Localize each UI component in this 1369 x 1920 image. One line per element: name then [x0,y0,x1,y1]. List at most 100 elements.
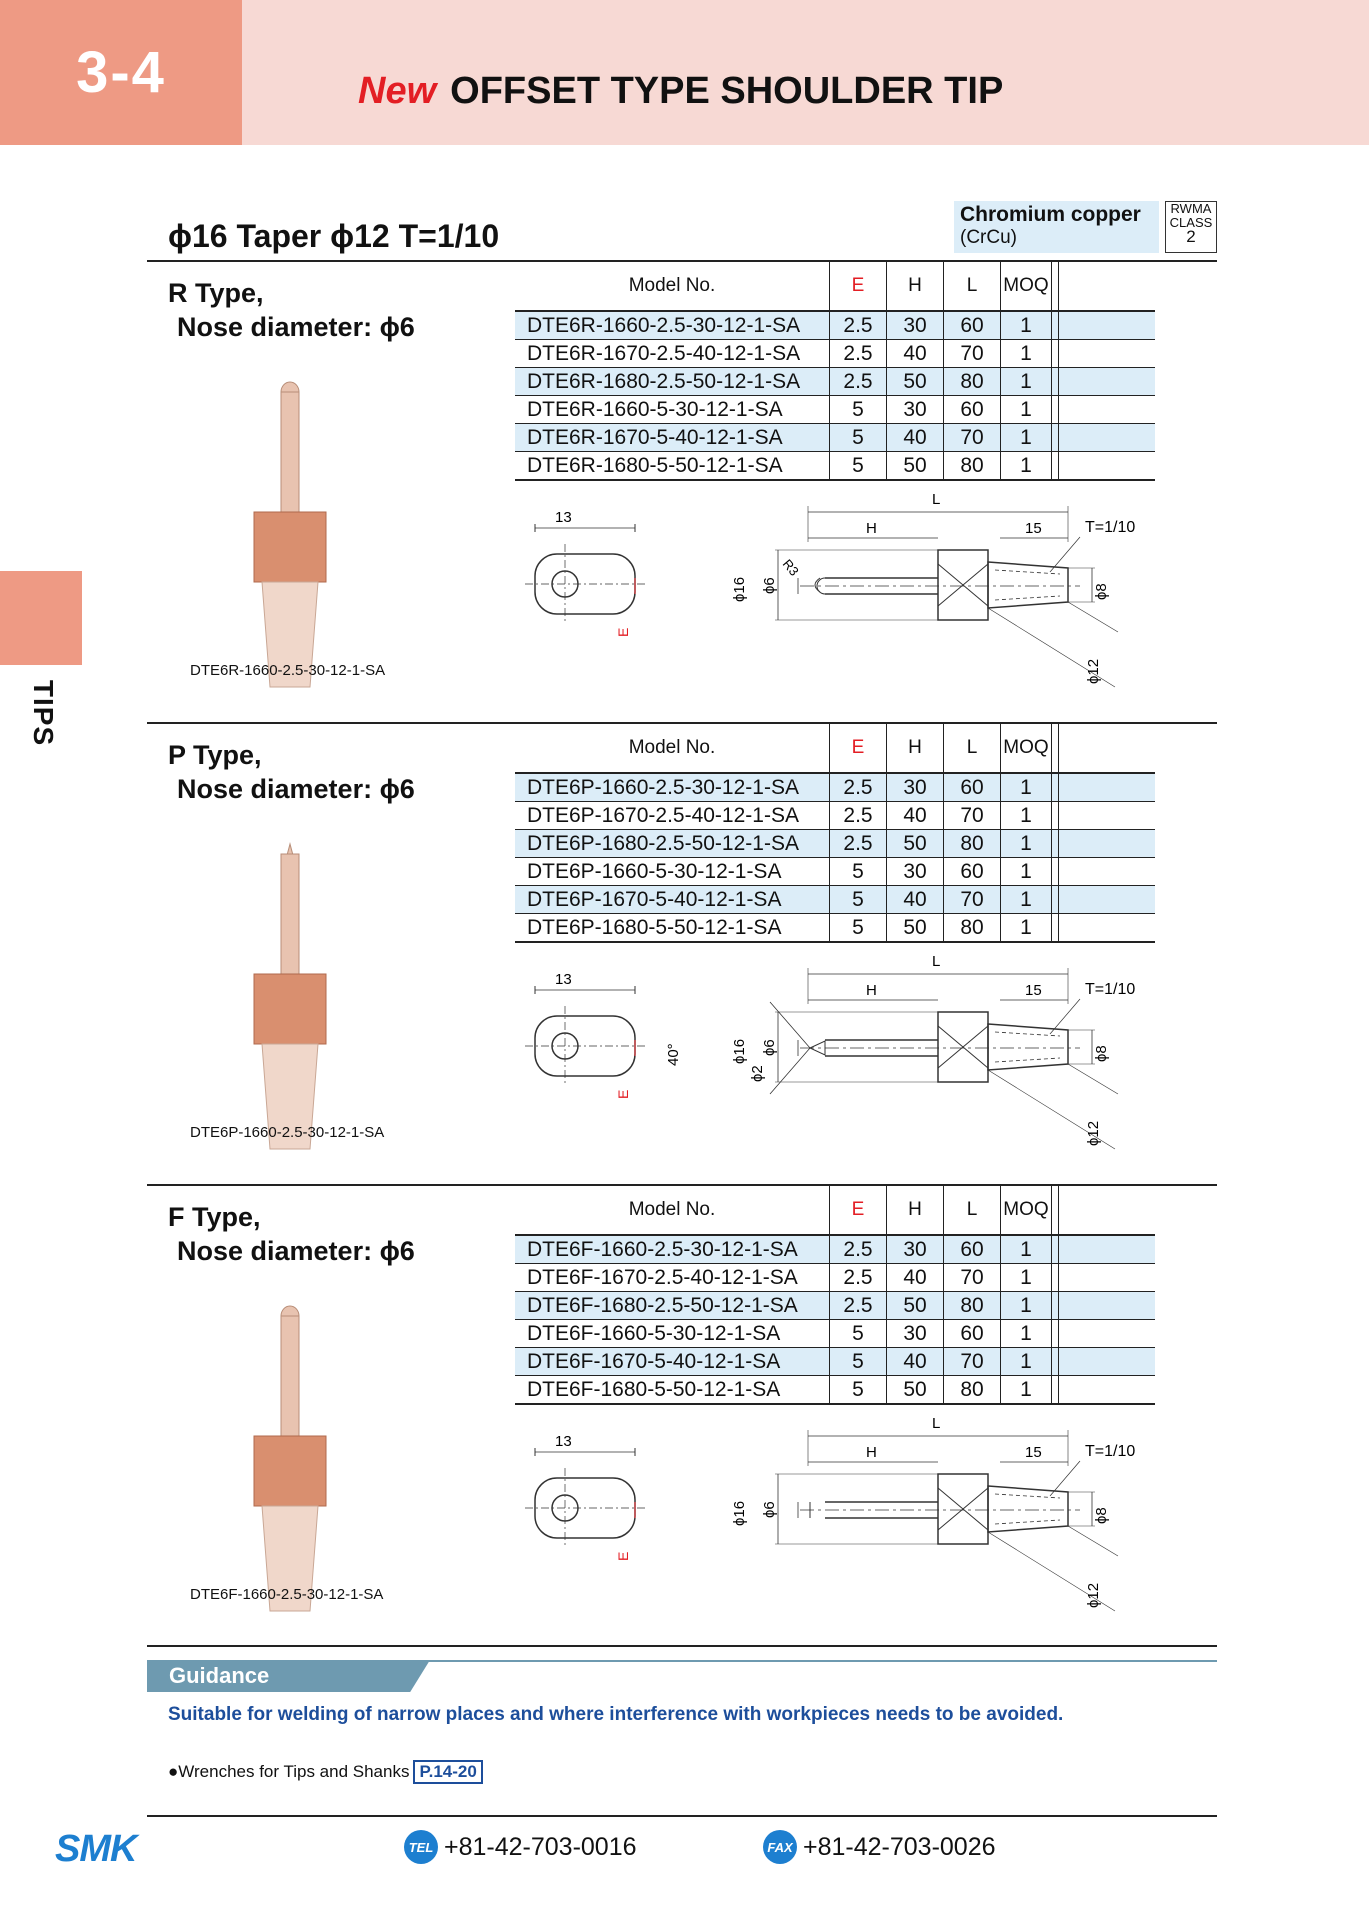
cell-h: 40 [886,1263,944,1292]
cell-l: 80 [943,829,1001,858]
table-row: DTE6R-1660-2.5-30-12-1-SA 2.5 30 60 1 [515,311,1155,340]
cell-blank [1058,829,1155,858]
cell-blank [1051,857,1059,886]
dim-d16: ϕ16 [731,1501,748,1526]
cell-h: 40 [886,1347,944,1376]
dim-h: H [866,982,877,999]
model-number: DTE6P-1660-2.5-30-12-1-SA [515,773,830,802]
side-tab-label: TIPS [28,679,60,747]
rwma-class: 2 [1186,227,1196,246]
cell-blank [1051,1375,1059,1405]
model-number: DTE6R-1660-2.5-30-12-1-SA [515,311,830,340]
cell-l: 60 [943,773,1001,802]
photo-caption: DTE6F-1660-2.5-30-12-1-SA [190,1586,384,1603]
dim-d6: ϕ6 [761,577,778,594]
table-row: DTE6F-1670-5-40-12-1-SA 5 40 70 1 [515,1347,1155,1376]
cell-blank [1051,1291,1059,1320]
table-row: DTE6P-1680-5-50-12-1-SA 5 50 80 1 [515,913,1155,943]
table-row: DTE6R-1670-2.5-40-12-1-SA 2.5 40 70 1 [515,339,1155,368]
footer-divider [147,1815,1217,1817]
dim-d6: ϕ6 [761,1039,778,1056]
section-number: 3-4 [0,0,242,145]
col-blank [1058,1186,1155,1236]
cell-h: 30 [886,857,944,886]
dim-15: 15 [1025,520,1042,537]
photo-caption: DTE6P-1660-2.5-30-12-1-SA [190,1124,385,1141]
table-row: DTE6F-1670-2.5-40-12-1-SA 2.5 40 70 1 [515,1263,1155,1292]
cell-h: 30 [886,1319,944,1348]
rwma-line2: CLASS [1169,215,1213,230]
table-row: DTE6P-1670-2.5-40-12-1-SA 2.5 40 70 1 [515,801,1155,830]
cell-moq: 1 [1000,367,1052,396]
cell-blank [1051,451,1059,481]
cell-l: 70 [943,423,1001,452]
brand-logo: SMK [55,1828,137,1870]
type-heading: R Type, Nose diameter: ϕ6 [168,276,415,344]
model-number: DTE6F-1680-2.5-50-12-1-SA [515,1291,830,1320]
new-label: New [358,70,437,112]
cell-l: 60 [943,857,1001,886]
cell-moq: 1 [1000,1235,1052,1264]
section-divider [147,260,1217,262]
dim-l: L [932,953,940,970]
model-number: DTE6P-1670-2.5-40-12-1-SA [515,801,830,830]
cell-blank [1058,451,1155,481]
type-heading: F Type, Nose diameter: ϕ6 [168,1200,415,1268]
table-row: DTE6R-1680-5-50-12-1-SA 5 50 80 1 [515,451,1155,481]
cell-blank [1051,913,1059,943]
cell-e: 5 [829,1347,887,1376]
cell-l: 80 [943,451,1001,481]
cell-e: 2.5 [829,801,887,830]
cell-moq: 1 [1000,395,1052,424]
dim-13: 13 [555,509,572,526]
cell-h: 30 [886,773,944,802]
cell-moq: 1 [1000,1347,1052,1376]
cell-blank [1058,367,1155,396]
nose-diameter: Nose diameter: ϕ6 [177,312,415,342]
dim-d6: ϕ6 [761,1501,778,1518]
taper-label: T=1/10 [1085,519,1135,536]
dim-angle: 40° [665,1043,682,1066]
col-e: E [829,1186,887,1236]
col-l: L [943,262,1001,312]
material-box: Chromium copper (CrCu) [954,201,1159,253]
spec-table: Model No. E H L MOQ DTE6R-1660-2.5-30-12… [515,262,1155,481]
col-blank [1051,1186,1059,1236]
cell-l: 80 [943,1375,1001,1405]
tel-contact: TEL +81-42-703-0016 [404,1830,637,1864]
page-reference-link[interactable]: P.14-20 [413,1760,483,1784]
cell-l: 70 [943,339,1001,368]
section-divider [147,722,1217,724]
cell-l: 60 [943,1319,1001,1348]
guidance-rule [147,1660,1217,1662]
cell-moq: 1 [1000,1291,1052,1320]
model-number: DTE6R-1670-5-40-12-1-SA [515,423,830,452]
cell-moq: 1 [1000,339,1052,368]
table-header: Model No. E H L MOQ [515,724,1155,774]
side-tab: TIPS [28,675,70,755]
dim-d8: ϕ8 [1093,1507,1110,1524]
table-row: DTE6P-1660-2.5-30-12-1-SA 2.5 30 60 1 [515,773,1155,802]
cell-moq: 1 [1000,857,1052,886]
col-e: E [829,262,887,312]
page-title: New OFFSET TYPE SHOULDER TIP [358,70,1003,113]
model-number: DTE6F-1660-2.5-30-12-1-SA [515,1235,830,1264]
cell-e: 5 [829,857,887,886]
section-divider [147,1184,1217,1186]
cell-moq: 1 [1000,773,1052,802]
cell-h: 50 [886,367,944,396]
cell-e: 2.5 [829,1263,887,1292]
table-row: DTE6F-1660-2.5-30-12-1-SA 2.5 30 60 1 [515,1235,1155,1264]
technical-drawing: 13 E L H 15 T=1/10 [520,944,1170,1174]
dim-l: L [932,1415,940,1432]
cell-moq: 1 [1000,885,1052,914]
dim-e: E [615,1090,631,1099]
cell-e: 5 [829,1319,887,1348]
cell-blank [1051,829,1059,858]
dim-l: L [932,491,940,508]
model-number: DTE6P-1670-5-40-12-1-SA [515,885,830,914]
cell-e: 2.5 [829,1235,887,1264]
cell-blank [1058,1347,1155,1376]
cell-l: 70 [943,885,1001,914]
title-text: OFFSET TYPE SHOULDER TIP [450,70,1004,112]
